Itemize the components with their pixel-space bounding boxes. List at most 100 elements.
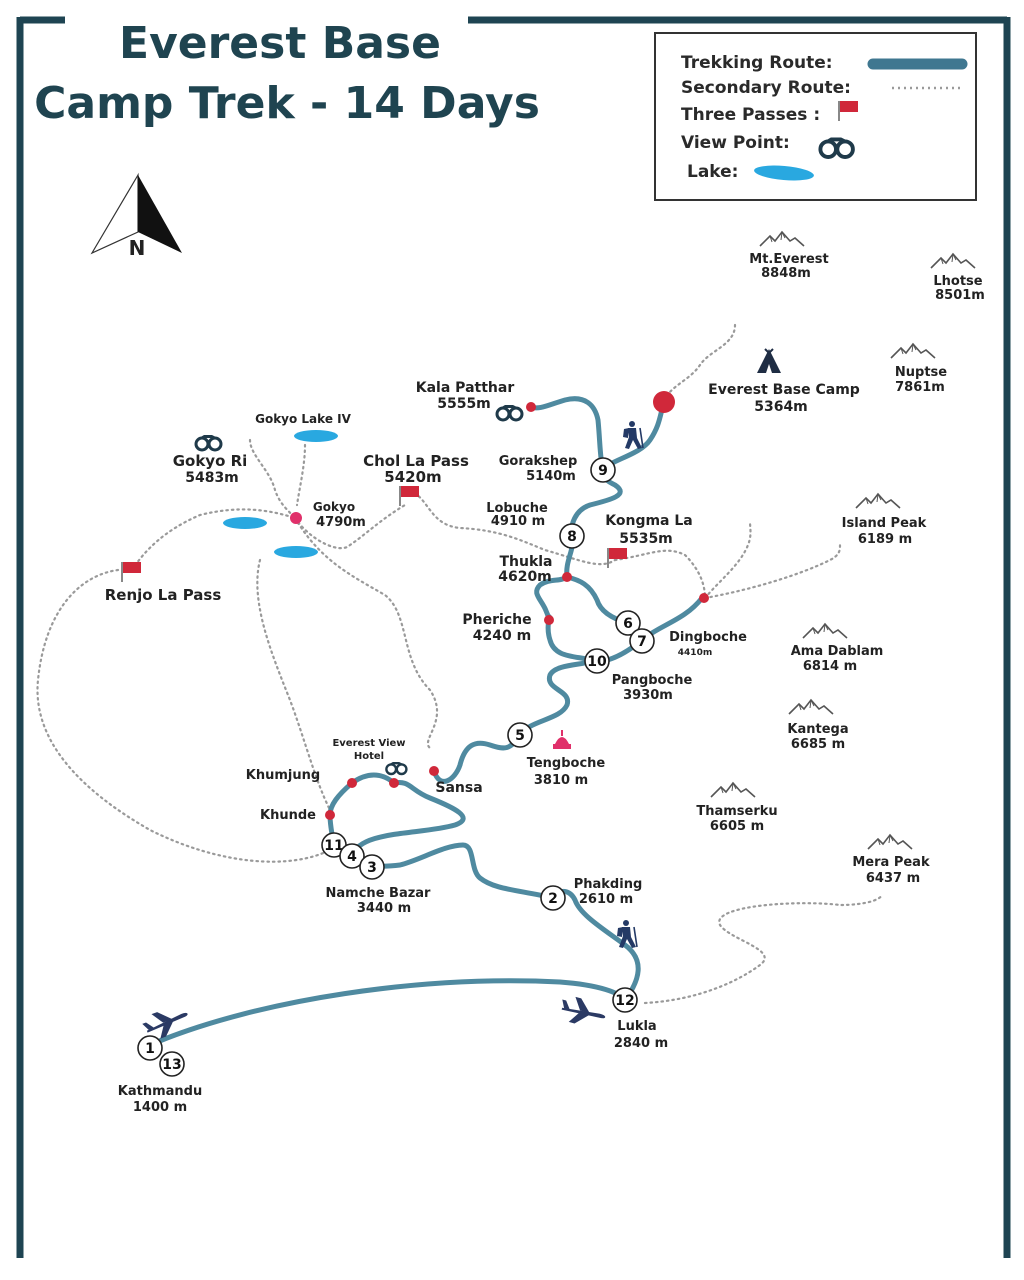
place-altitude: 5555m <box>437 396 491 412</box>
place-altitude: 1400 m <box>133 1100 187 1115</box>
mountain-icon <box>710 782 756 798</box>
compass-north-label: N <box>129 236 146 260</box>
stop-13: 13 <box>159 1051 185 1077</box>
compass: N <box>90 172 182 260</box>
place-name: Gokyo <box>313 500 355 514</box>
mountain-icon <box>930 253 976 269</box>
kala-patthar-binoculars-icon <box>495 403 524 422</box>
stop-2: 2 <box>540 885 566 911</box>
hiker-icon <box>622 420 644 450</box>
stop-10: 10 <box>584 648 610 674</box>
place-name: Everest Base Camp <box>708 382 860 398</box>
gokyo-marker <box>290 512 302 524</box>
legend-lake-icon <box>754 165 814 181</box>
stop-6: 6 <box>615 610 641 636</box>
place-altitude: 5420m <box>384 468 441 486</box>
peak-altitude: 6814 m <box>803 659 857 674</box>
mountain-icon <box>788 699 834 715</box>
stop-markers <box>290 391 709 820</box>
stop-3: 3 <box>359 854 385 880</box>
place-altitude: 5535m <box>619 531 673 547</box>
place-name: Lukla <box>617 1019 656 1034</box>
map-title-line1: Everest Base <box>119 18 441 69</box>
stupa-icon <box>553 730 571 749</box>
mountain-icon <box>867 834 913 850</box>
svg-text:9: 9 <box>598 463 608 479</box>
mountain-icon <box>855 493 901 509</box>
sansa-marker <box>429 766 439 776</box>
tent-icon <box>757 348 781 373</box>
svg-text:7: 7 <box>637 634 647 650</box>
place-name: Tengboche <box>527 756 606 771</box>
place-altitude: 3810 m <box>534 773 588 788</box>
place-altitude: 3440 m <box>357 901 411 916</box>
peak-altitude: 7861m <box>895 380 945 395</box>
legend-passes-label: Three Passes : <box>681 105 820 125</box>
place-name: Gokyo Ri <box>173 452 248 470</box>
stop-5: 5 <box>507 722 533 748</box>
place-altitude: 4410m <box>678 648 712 658</box>
legend-viewpoint-label: View Point: <box>681 133 790 153</box>
place-altitude: 2610 m <box>579 892 633 907</box>
place-name: Thukla <box>499 554 552 570</box>
place-name: Chol La Pass <box>363 452 469 470</box>
place-altitude: 5364m <box>754 399 808 415</box>
place-name: Khumjung <box>246 768 320 783</box>
lake-icon <box>274 546 318 558</box>
legend-secondary-label: Secondary Route: <box>681 78 851 98</box>
place-name: Everest View <box>332 738 405 749</box>
place-labels: Kathmandu 1400 m Lukla 2840 m Phakding 2… <box>105 380 860 1115</box>
lakes <box>223 430 338 558</box>
place-name: Hotel <box>354 751 384 762</box>
legend-lake-label: Lake: <box>687 162 738 182</box>
place-name: Kongma La <box>605 513 693 529</box>
map-title-line2: Camp Trek - 14 Days <box>34 78 540 129</box>
numbered-stops: 1 13 12 2 11 4 3 5 10 6 7 8 9 <box>137 457 655 1077</box>
kongma-la-flag-icon <box>607 547 628 569</box>
place-name: Pheriche <box>462 612 531 628</box>
gokyo-ri-binoculars-icon <box>194 433 223 452</box>
place-altitude: 2840 m <box>614 1036 668 1051</box>
mountain-icon <box>890 343 936 359</box>
lake-icon <box>294 430 338 442</box>
peak-altitude: 8848m <box>761 266 811 281</box>
place-name: Gokyo Lake IV <box>255 412 352 426</box>
khumjung-marker <box>347 778 357 788</box>
place-name: Kathmandu <box>118 1084 202 1099</box>
svg-text:8: 8 <box>567 529 577 545</box>
place-altitude: 4910 m <box>491 514 545 529</box>
svg-text:1: 1 <box>145 1041 155 1057</box>
peak-altitude: 6437 m <box>866 871 920 886</box>
stop-8: 8 <box>559 523 585 549</box>
lake-icon <box>223 517 267 529</box>
stop-7: 7 <box>629 628 655 654</box>
mountain-icon <box>759 231 805 247</box>
everest-base-camp-marker <box>653 391 675 413</box>
everest-view-binoculars-icon <box>385 760 408 776</box>
svg-text:13: 13 <box>162 1057 181 1073</box>
place-name: Pangboche <box>612 673 693 688</box>
peak-name: Lhotse <box>933 274 982 289</box>
place-name: Sansa <box>435 780 482 796</box>
peak-name: Thamserku <box>696 804 777 819</box>
peak-name: Nuptse <box>895 365 947 380</box>
svg-text:10: 10 <box>587 654 607 670</box>
svg-text:4: 4 <box>347 849 357 865</box>
peak-name: Island Peak <box>842 516 927 531</box>
peak-name: Kantega <box>787 722 848 737</box>
peak-altitude: 6189 m <box>858 532 912 547</box>
dingboche-junction-marker <box>699 593 709 603</box>
place-altitude: 5140m <box>526 469 576 484</box>
svg-text:5: 5 <box>515 728 525 744</box>
peak-altitude: 8501m <box>935 288 985 303</box>
airplane-icon <box>557 993 609 1031</box>
place-name: Phakding <box>574 877 643 892</box>
mountain-icon <box>802 623 848 639</box>
stop-1: 1 <box>137 1035 163 1061</box>
frame <box>16 16 1011 1258</box>
svg-text:11: 11 <box>324 838 343 854</box>
place-altitude: 4620m <box>498 569 552 585</box>
place-name: Lobuche <box>486 501 548 516</box>
chol-la-flag-icon <box>399 485 420 507</box>
